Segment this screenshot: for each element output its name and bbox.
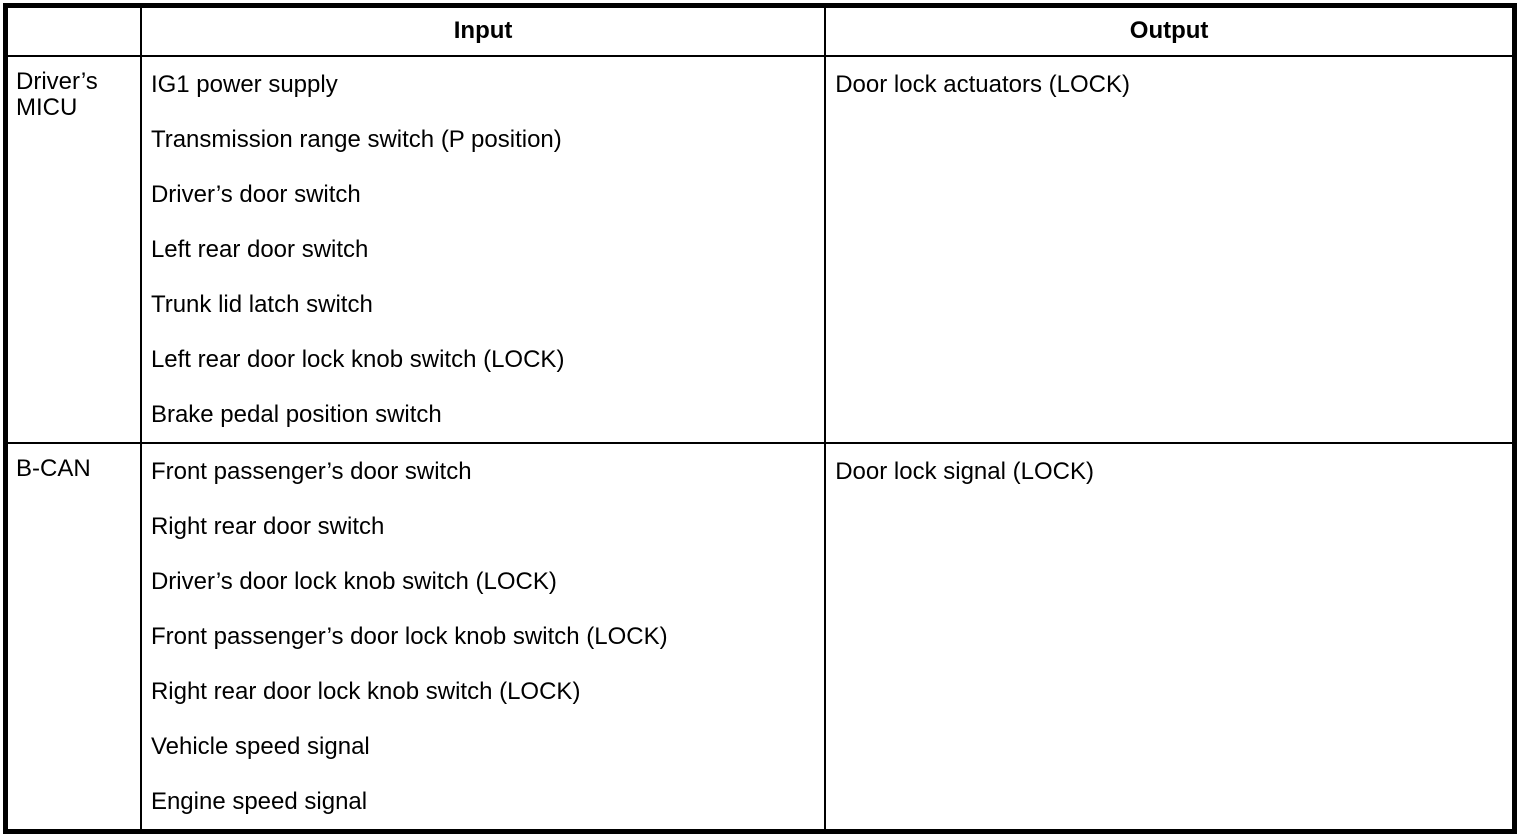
output-cell-bcan: Door lock signal (LOCK) [824, 441, 1516, 832]
input-item: Driver’s door lock knob switch (LOCK) [150, 567, 557, 595]
source-cell-bcan: B-CAN [4, 441, 142, 832]
header-row: Input Output [4, 4, 1516, 57]
input-cell-drivers-micu: IG1 power supply Transmission range swit… [139, 54, 827, 444]
input-item: Right rear door switch [150, 512, 385, 540]
output-cell-drivers-micu: Door lock actuators (LOCK) [824, 54, 1516, 444]
table-row-bcan: B-CAN Front passenger’s door switch Righ… [4, 441, 1516, 832]
output-column-header: Output [824, 4, 1516, 57]
output-item: Door lock signal (LOCK) [835, 457, 1094, 485]
output-item: Door lock actuators (LOCK) [835, 70, 1130, 98]
input-item: Front passenger’s door switch [150, 457, 472, 485]
input-item: Left rear door lock knob switch (LOCK) [150, 345, 565, 373]
input-item: Left rear door switch [150, 235, 369, 263]
input-item: Right rear door lock knob switch (LOCK) [150, 677, 581, 705]
input-output-table: Input Output Driver’s MICU IG1 power sup… [3, 3, 1517, 834]
input-cell-bcan: Front passenger’s door switch Right rear… [139, 441, 827, 832]
input-item: Driver’s door switch [150, 180, 361, 208]
input-item: Engine speed signal [150, 787, 368, 815]
source-column-header [4, 4, 142, 57]
input-item: Transmission range switch (P position) [150, 125, 562, 153]
input-item: Trunk lid latch switch [150, 290, 373, 318]
input-item: Front passenger’s door lock knob switch … [150, 622, 668, 650]
input-item: IG1 power supply [150, 70, 338, 98]
input-item: Brake pedal position switch [150, 400, 442, 428]
input-column-header: Input [139, 4, 827, 57]
source-cell-drivers-micu: Driver’s MICU [4, 54, 142, 444]
table-row-drivers-micu: Driver’s MICU IG1 power supply Transmiss… [4, 54, 1516, 444]
input-item: Vehicle speed signal [150, 732, 370, 760]
